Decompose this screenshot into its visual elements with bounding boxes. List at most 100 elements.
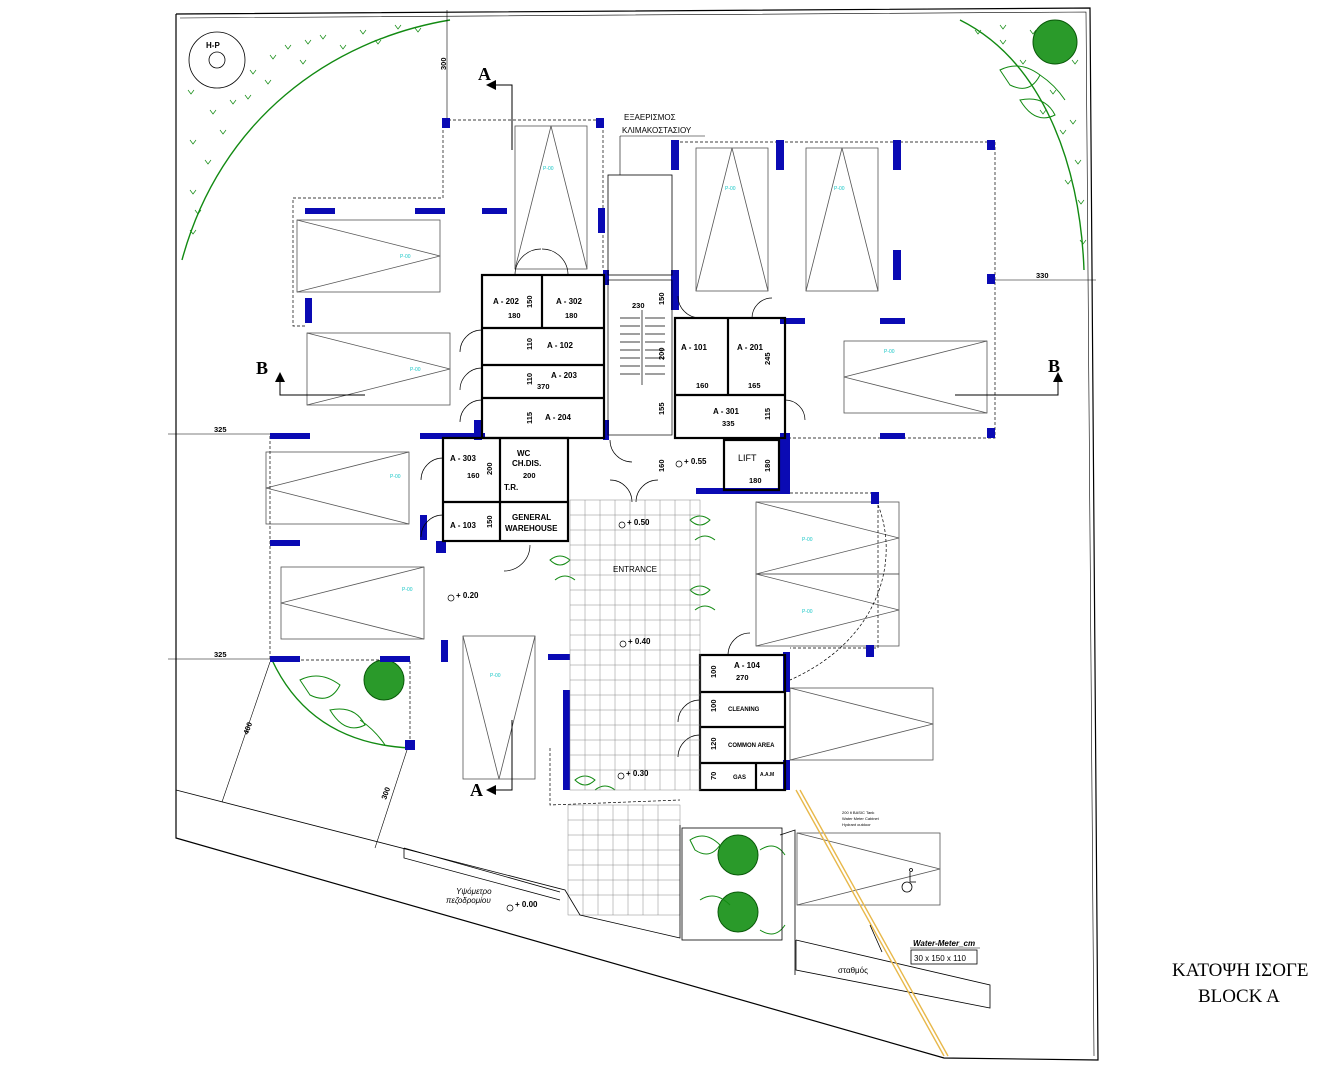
water-meter-label: Water-Meter_cm: [913, 939, 975, 948]
gas-height: 70: [709, 772, 718, 780]
room-a202-h: 150: [525, 295, 534, 308]
footprint-dashed: [269, 119, 996, 806]
dim-left-offset-1: 325: [214, 425, 227, 434]
svg-text:P-00: P-00: [400, 254, 411, 260]
common-area-label: COMMON AREA: [728, 743, 775, 749]
common-height: 120: [709, 737, 718, 750]
section-b-right: B: [1048, 356, 1060, 376]
room-a302: A - 302: [556, 297, 582, 306]
gas-label: GAS: [733, 775, 746, 781]
wc-label: WC: [517, 449, 531, 458]
doors: [420, 248, 806, 758]
room-a104-h: 100: [709, 665, 718, 678]
level-pavement: + 0.00: [515, 900, 538, 909]
lift-label: LIFT: [738, 453, 757, 463]
section-b-left: B: [256, 358, 268, 378]
site-boundary: [175, 7, 1099, 1061]
room-a102: A - 102: [547, 341, 573, 350]
dim-top-offset: 300: [439, 57, 448, 70]
room-a201-w: 165: [748, 381, 761, 390]
tank-note-2: Water Meter Cabinet: [842, 816, 880, 821]
staircase: [607, 174, 673, 436]
street-lines: [175, 789, 991, 1009]
room-a301: A - 301: [713, 407, 739, 416]
room-a204-h: 115: [525, 412, 534, 424]
dim-left-offset-2: 325: [214, 650, 227, 659]
pavement-label: Υψόμετρο: [456, 887, 492, 896]
water-meter: [910, 947, 980, 965]
room-a302-w: 180: [565, 311, 578, 320]
tree-bottom-garden: [689, 834, 786, 935]
room-a201: A - 201: [737, 343, 763, 352]
dimension-lines: [168, 10, 1096, 849]
tank-note-3: Hydrant outdoor: [842, 822, 871, 827]
entrance-paving: [567, 499, 701, 916]
room-a104: A - 104: [734, 661, 760, 670]
dim-diag-2: 300: [379, 786, 392, 801]
room-a203-h: 110: [525, 373, 534, 385]
parking-labels: P-00 P-00 P-00 P-00 P-00 P-00 P-00 P-00 …: [390, 166, 895, 679]
entrance-label: ENTRANCE: [613, 565, 657, 574]
room-a202: A - 202: [493, 297, 519, 306]
svg-text:P-00: P-00: [490, 673, 501, 679]
wc-label-2: CH.DIS.: [512, 459, 541, 468]
drawing-title-line-2: BLOCK A: [1198, 986, 1280, 1007]
room-a203: A - 203: [551, 371, 577, 380]
drawing-title: ΚΑΤΟΨΗ ΙΣΟΓΕ BLOCK A: [1172, 958, 1343, 1010]
lobby-dim: 160: [657, 459, 666, 472]
room-a303-w: 160: [467, 471, 480, 480]
lift-height: 180: [763, 459, 772, 472]
svg-text:P-00: P-00: [725, 186, 736, 192]
kerb-label: σταθμός: [838, 966, 868, 975]
svg-text:P-00: P-00: [543, 166, 554, 172]
water-pipe: [795, 789, 949, 1057]
corridor-dim: 155: [657, 402, 666, 415]
garden-arcs: [181, 19, 1085, 749]
level-markers: [447, 460, 683, 912]
stair-vent-label: ΕΞΑΕΡΙΣΜΟΣ: [624, 113, 676, 122]
section-markers: [279, 84, 1059, 791]
room-a303: A - 303: [450, 454, 476, 463]
garden-pattern-left: [187, 24, 422, 235]
section-a-top: A: [478, 64, 491, 84]
section-a-bottom: A: [470, 780, 483, 800]
drawing-title-line-1: ΚΑΤΟΨΗ ΙΣΟΓΕ: [1172, 960, 1309, 981]
room-a102-h: 110: [525, 338, 534, 350]
parking-bays: [265, 125, 988, 906]
level-entrance-2: + 0.40: [628, 637, 651, 646]
room-a204: A - 204: [545, 413, 571, 422]
tree-top-right: [999, 19, 1078, 119]
hp-label: H-P: [206, 41, 220, 50]
lift-width: 180: [749, 476, 762, 485]
meters-label: A.A.M: [760, 772, 774, 778]
level-entrance-3: + 0.30: [626, 769, 649, 778]
stair-height: 200: [657, 347, 666, 360]
stair-vent-label-2: ΚΛΙΜΑΚΟΣΤΑΣΙΟΥ: [622, 126, 692, 135]
level-lobby: + 0.55: [684, 457, 707, 466]
room-a103-h: 150: [485, 515, 494, 528]
stair-top-dim: 150: [657, 292, 666, 305]
svg-text:P-00: P-00: [402, 587, 413, 593]
room-a203-w: 370: [537, 382, 550, 391]
water-meter-size: 30 x 150 x 110: [914, 954, 966, 963]
room-a104-w: 270: [736, 673, 749, 682]
room-a101-w: 160: [696, 381, 709, 390]
dim-right-offset: 330: [1036, 271, 1049, 280]
svg-text:P-00: P-00: [802, 609, 813, 615]
wheelchair-icon: [901, 868, 916, 893]
dim-diag-1: 400: [241, 721, 254, 736]
water-pipe-arrow: [869, 924, 883, 953]
pavement-label-2: πεζοδρομίου: [446, 896, 491, 905]
room-a301-h: 115: [763, 408, 772, 420]
svg-text:P-00: P-00: [390, 474, 401, 480]
svg-text:P-00: P-00: [884, 349, 895, 355]
room-a301-w: 335: [722, 419, 735, 428]
level-parking: + 0.20: [456, 591, 479, 600]
room-a101: A - 101: [681, 343, 707, 352]
wc-width: 200: [523, 471, 536, 480]
tree-bottom-left: [299, 659, 405, 746]
section-arrow-heads: [275, 80, 1063, 795]
cleaning-height: 100: [709, 699, 718, 712]
room-a202-w: 180: [508, 311, 521, 320]
